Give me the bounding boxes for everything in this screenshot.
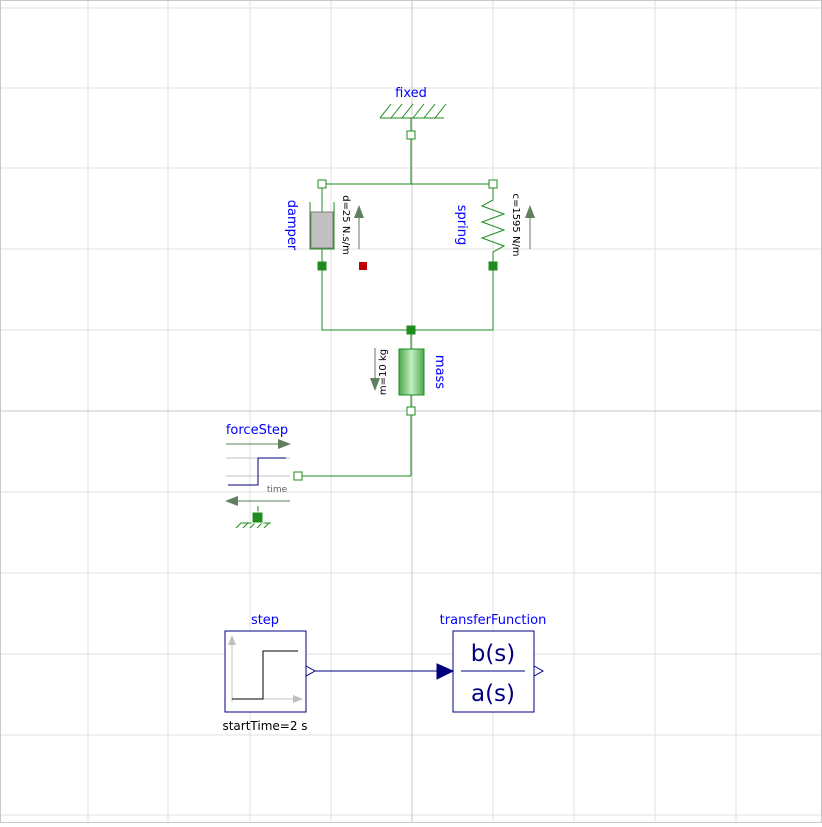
fixed-label: fixed (395, 86, 427, 101)
forcestep-top-arrow-icon (226, 439, 291, 449)
damper-param: d=25 N.s/m (340, 195, 351, 255)
forcestep-label: forceStep (226, 423, 288, 438)
mass-param: m=10 kg (378, 349, 389, 395)
step-param: startTime=2 s (222, 719, 307, 733)
transferfunction-denominator: a(s) (471, 681, 515, 707)
hatched-ground-icon (379, 103, 447, 131)
transferfunction-input-port[interactable] (436, 663, 455, 680)
damper-label: damper (284, 200, 299, 251)
step-label: step (251, 613, 279, 628)
mass-direction-arrow-icon (370, 348, 380, 391)
damper-direction-arrow-icon (354, 205, 364, 249)
forcestep-support-port[interactable] (251, 511, 264, 524)
spring-direction-arrow-icon (525, 205, 535, 249)
transferfunction-output-port[interactable] (533, 665, 545, 677)
step-signal-icon (226, 457, 290, 486)
support-ground-icon (235, 506, 271, 529)
damper-top-port[interactable] (317, 179, 327, 189)
mass-label: mass (432, 355, 447, 389)
zigzag-spring-icon (480, 188, 506, 262)
step-output-port[interactable] (305, 665, 317, 677)
forcestep-time-label: time (267, 485, 288, 495)
spring-component[interactable]: spring c=1595 N/m (454, 179, 535, 271)
fixed-component[interactable]: fixed (379, 86, 447, 140)
transferfunction-component[interactable]: transferFunction b(s) a(s) (436, 613, 547, 713)
spring-bottom-port[interactable] (488, 261, 498, 271)
transferfunction-label: transferFunction (440, 613, 547, 628)
mass-bottom-port[interactable] (406, 406, 416, 416)
mass-component[interactable]: mass m=10 kg (370, 325, 447, 416)
damper-bottom-port[interactable] (317, 261, 327, 271)
transferfunction-numerator: b(s) (471, 641, 516, 667)
spring-label: spring (454, 205, 469, 245)
fixed-flange-port[interactable] (406, 130, 416, 140)
forcestep-flange-port[interactable] (293, 471, 303, 481)
damper-component[interactable]: damper d=25 N.s/m (284, 179, 367, 271)
spring-param: c=1595 N/m (510, 193, 521, 256)
forcestep-bottom-arrow-icon (225, 496, 290, 506)
mass-top-port[interactable] (406, 325, 416, 335)
damper-cylinder-icon (309, 188, 335, 262)
step-curve (232, 650, 298, 700)
spring-top-port[interactable] (488, 179, 498, 189)
mass-body (398, 348, 425, 396)
step-component[interactable]: step startTime=2 s (222, 613, 317, 733)
forcestep-component[interactable]: forceStep time (225, 423, 303, 529)
error-marker-icon (359, 262, 367, 270)
